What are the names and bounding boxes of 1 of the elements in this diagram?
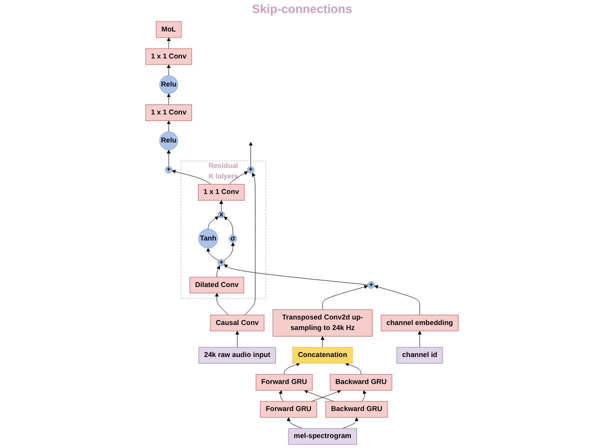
annotation-text: Skip-connections — [252, 2, 352, 16]
